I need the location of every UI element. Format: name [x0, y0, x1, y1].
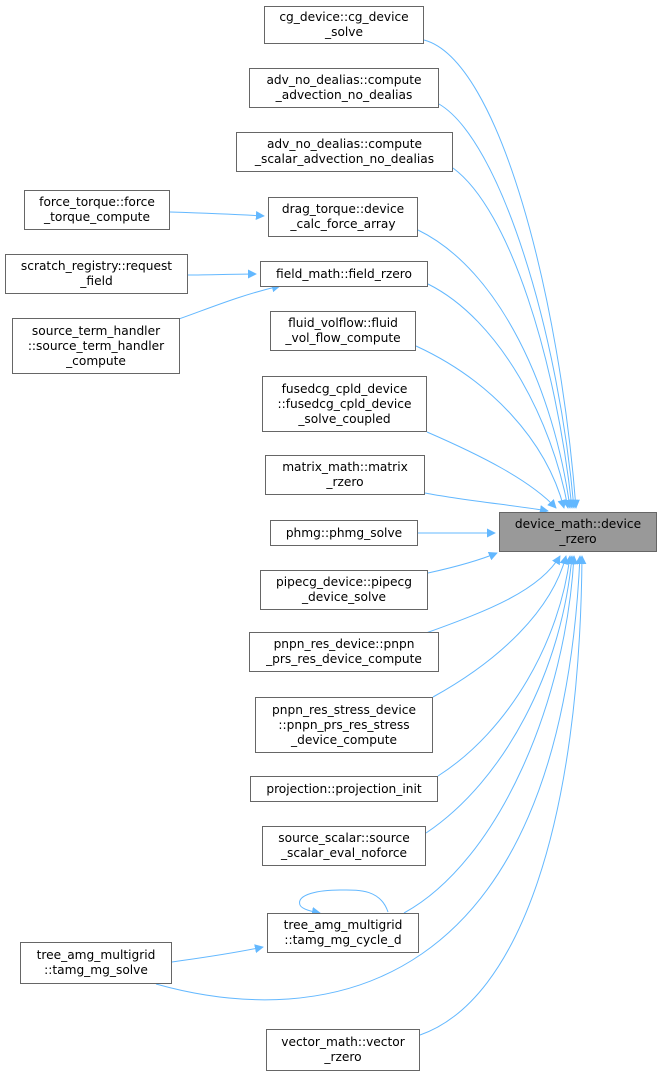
edge-pnpn-stress-to-root	[432, 555, 569, 698]
edge-tamg-solve-to-tamg-cycle	[171, 944, 264, 963]
node-label-line: source_scalar::source	[278, 831, 410, 845]
edge-source-scalar-to-root	[425, 555, 576, 834]
node-drag-torque[interactable]: drag_torque::device_calc_force_array	[268, 197, 418, 237]
node-label-line: _compute	[66, 353, 126, 368]
node-pipecg[interactable]: pipecg_device::pipecg_device_solve	[260, 570, 428, 610]
edge-fusedcg-to-root	[426, 431, 557, 509]
node-label-line: _prs_res_device_compute	[266, 652, 422, 666]
node-label-line: _calc_force_array	[290, 217, 396, 231]
node-scratch[interactable]: scratch_registry::request_field	[5, 254, 188, 294]
edge-cg-device-to-root	[423, 39, 580, 509]
node-root: device_math::device_rzero	[499, 512, 657, 552]
node-label-line: ::pnpn_prs_res_stress	[278, 717, 410, 732]
edge-adv-scalar-to-root	[452, 167, 576, 509]
node-label-line: pnpn_res_device::pnpn	[273, 637, 415, 651]
node-label-line: _field	[80, 274, 113, 288]
node-matrix-rzero[interactable]: matrix_math::matrix_rzero	[265, 455, 425, 495]
node-cg-device[interactable]: cg_device::cg_device_solve	[264, 6, 424, 44]
node-label-line: phmg::phmg_solve	[285, 525, 403, 540]
node-tamg-solve[interactable]: tree_amg_multigrid::tamg_mg_solve	[20, 942, 172, 984]
edge-scratch-to-field-rzero	[187, 269, 257, 279]
node-adv-comp[interactable]: adv_no_dealias::compute_advection_no_dea…	[249, 68, 439, 108]
node-label-line: cg_device::cg_device	[279, 10, 409, 24]
edge-force-torque-to-drag-torque	[169, 211, 265, 221]
node-label-line: field_math::field_rzero	[276, 266, 412, 281]
node-tamg-cycle[interactable]: tree_amg_multigrid::tamg_mg_cycle_d	[267, 913, 419, 953]
node-label-line: _solve_coupled	[298, 411, 391, 426]
node-vector-rzero[interactable]: vector_math::vector_rzero	[266, 1029, 420, 1071]
node-label-line: pipecg_device::pipecg	[276, 575, 412, 589]
node-label-line: _torque_compute	[44, 210, 150, 224]
node-label-line: _scalar_advection_no_dealias	[254, 152, 435, 166]
node-label-line: projection::projection_init	[266, 781, 422, 796]
node-label-line: source_term_handler	[31, 323, 161, 338]
node-label-line: drag_torque::device	[281, 202, 405, 216]
node-label-line: fusedcg_cpld_device	[281, 381, 408, 396]
node-label-line: tree_amg_multigrid	[36, 948, 156, 962]
node-pnpn-res[interactable]: pnpn_res_device::pnpn_prs_res_device_com…	[249, 632, 439, 672]
node-label-line: adv_no_dealias::compute	[266, 137, 423, 151]
edge-fluid-volflow-to-root	[415, 345, 567, 509]
node-label-line: _advection_no_dealias	[275, 88, 413, 102]
node-source-scalar[interactable]: source_scalar::source_scalar_eval_noforc…	[262, 826, 426, 866]
node-label-line: pnpn_res_stress_device	[272, 702, 416, 717]
node-adv-scalar[interactable]: adv_no_dealias::compute_scalar_advection…	[236, 132, 453, 172]
node-label-line: ::tamg_mg_cycle_d	[284, 933, 402, 947]
node-label-line: tree_amg_multigrid	[283, 918, 403, 932]
edge-matrix-rzero-to-root	[424, 492, 549, 515]
edge-source-term-to-field-rzero	[175, 283, 281, 321]
edge-tamg-cycle-to-root	[403, 555, 579, 914]
node-pnpn-stress[interactable]: pnpn_res_stress_device::pnpn_prs_res_str…	[255, 697, 433, 753]
node-projection[interactable]: projection::projection_init	[250, 776, 438, 802]
node-label-line: device_math::device	[514, 517, 642, 531]
node-source-term[interactable]: source_term_handler::source_term_handler…	[12, 318, 180, 374]
node-label-line: ::source_term_handler	[27, 338, 165, 353]
node-label-line: ::tamg_mg_solve	[44, 963, 148, 977]
node-label-line: _scalar_eval_noforce	[280, 846, 408, 860]
node-label-line: _device_solve	[301, 590, 387, 604]
node-label-line: matrix_math::matrix	[282, 460, 408, 474]
node-label-line: fluid_volflow::fluid	[288, 316, 398, 330]
node-label-line: _rzero	[324, 1050, 362, 1064]
node-label-line: adv_no_dealias::compute	[266, 73, 422, 87]
edge-tamg-solve-to-root	[155, 555, 585, 1001]
edge-adv-comp-to-root	[438, 103, 578, 509]
edge-drag-torque-to-root	[417, 229, 574, 509]
node-label-line: vector_math::vector	[281, 1035, 405, 1049]
edge-vector-rzero-to-root	[419, 555, 587, 1036]
node-fusedcg[interactable]: fusedcg_cpld_device::fusedcg_cpld_device…	[262, 376, 427, 432]
node-label-line: scratch_registry::request	[20, 259, 173, 273]
edge-projection-to-root	[437, 555, 574, 777]
node-label-line: force_torque::force	[39, 195, 155, 209]
node-phmg[interactable]: phmg::phmg_solve	[270, 520, 418, 546]
node-label-line: _rzero	[559, 532, 597, 546]
node-label-line: ::fusedcg_cpld_device	[277, 396, 412, 411]
node-label-line: _device_compute	[291, 732, 397, 747]
node-label-line: _vol_flow_compute	[285, 331, 401, 345]
node-fluid-volflow[interactable]: fluid_volflow::fluid_vol_flow_compute	[270, 311, 416, 351]
edge-tamg-cycle-to-tamg-cycle	[299, 889, 389, 916]
node-field-rzero[interactable]: field_math::field_rzero	[260, 261, 428, 287]
edge-pnpn-res-to-root	[425, 555, 561, 634]
node-force-torque[interactable]: force_torque::force_torque_compute	[24, 190, 170, 230]
edge-pipecg-to-root	[427, 551, 498, 574]
edge-field-rzero-to-root	[427, 283, 571, 509]
node-label-line: _rzero	[326, 475, 364, 489]
node-label-line: _solve	[325, 25, 363, 39]
